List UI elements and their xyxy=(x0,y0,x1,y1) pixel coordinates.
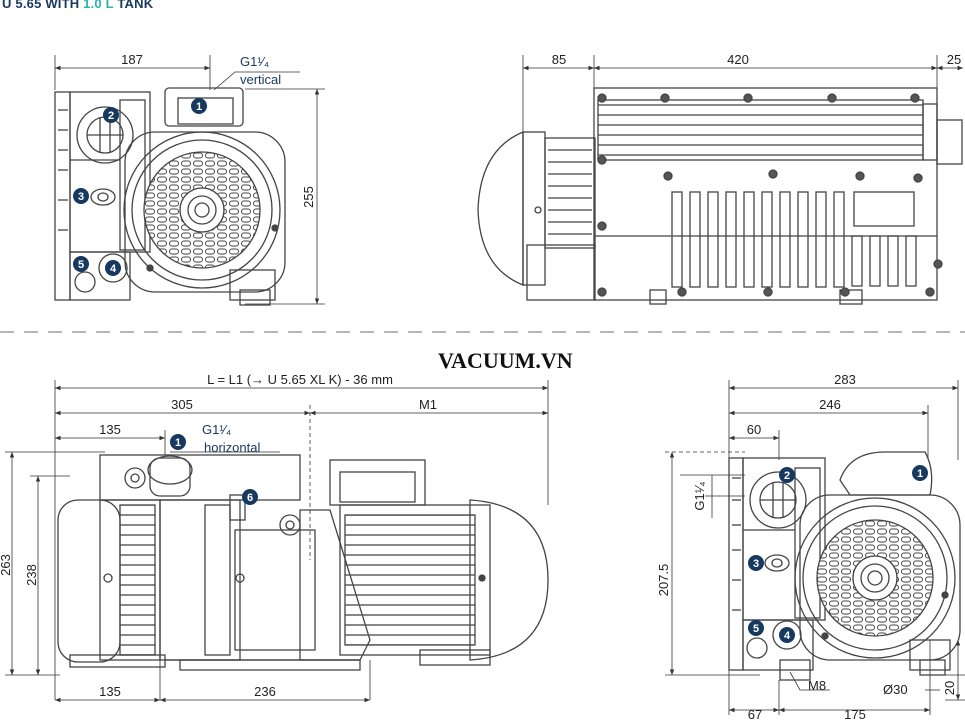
dim-25: 25 xyxy=(947,52,961,67)
port-label-g114: G1¹⁄₄ xyxy=(692,481,707,510)
top-right-view xyxy=(477,55,963,305)
shaft-diameter: Ø30 xyxy=(883,682,908,697)
badge-2: 2 xyxy=(108,110,114,122)
dim-175: 175 xyxy=(844,707,866,722)
badge-5: 5 xyxy=(753,623,759,635)
dim-135-bottom: 135 xyxy=(99,684,121,699)
title-suffix: TANK xyxy=(113,0,154,11)
dim-283: 283 xyxy=(834,372,856,387)
badge-5: 5 xyxy=(78,259,84,271)
port-label-g114: G1¹⁄₄ xyxy=(240,54,269,69)
dim-overall-length: L = L1 (→ U 5.65 XL K) - 36 mm xyxy=(207,372,393,387)
dim-20: 20 xyxy=(942,681,957,695)
bottom-right-view xyxy=(665,380,965,715)
badge-3: 3 xyxy=(78,191,84,203)
bottom-right-badges: 1 2 3 4 5 xyxy=(748,465,928,643)
thread-m8: M8 xyxy=(808,678,826,693)
dim-135-top: 135 xyxy=(99,422,121,437)
top-left-badges: 1 2 3 4 5 xyxy=(73,98,207,276)
dim-67: 67 xyxy=(748,707,762,722)
watermark: VACUUM.VN xyxy=(438,348,573,373)
dim-420: 420 xyxy=(727,52,749,67)
top-left-view xyxy=(54,55,325,306)
badge-1: 1 xyxy=(917,468,923,480)
badge-2: 2 xyxy=(784,470,790,482)
dim-263: 263 xyxy=(0,554,13,576)
badge-4: 4 xyxy=(110,263,117,275)
badge-6: 6 xyxy=(247,492,253,504)
dim-207-5: 207.5 xyxy=(656,564,671,597)
bottom-left-view xyxy=(5,380,549,703)
dim-236: 236 xyxy=(254,684,276,699)
dim-255: 255 xyxy=(301,186,316,208)
port-label-g114-horizontal: G1¹⁄₄ xyxy=(202,422,231,437)
port-label-vertical: vertical xyxy=(240,72,281,87)
badge-1: 1 xyxy=(196,101,202,113)
bottom-left-badges: 1 6 xyxy=(170,434,258,505)
dim-238: 238 xyxy=(24,564,39,586)
title-prefix: U 5.65 WITH xyxy=(2,0,84,11)
dim-305: 305 xyxy=(171,397,193,412)
dim-187: 187 xyxy=(121,52,143,67)
dim-m1: M1 xyxy=(419,397,437,412)
dim-246: 246 xyxy=(819,397,841,412)
dim-85: 85 xyxy=(552,52,566,67)
badge-1: 1 xyxy=(175,437,181,449)
badge-3: 3 xyxy=(753,558,759,570)
page-title: U 5.65 WITH 1.0 L TANK xyxy=(2,0,153,11)
dim-60: 60 xyxy=(747,422,761,437)
badge-4: 4 xyxy=(784,630,791,642)
title-accent: 1.0 L xyxy=(83,0,114,11)
port-label-horizontal: horizontal xyxy=(204,440,260,455)
